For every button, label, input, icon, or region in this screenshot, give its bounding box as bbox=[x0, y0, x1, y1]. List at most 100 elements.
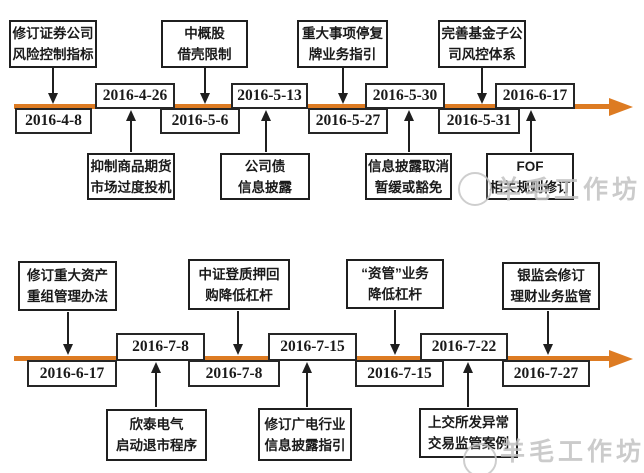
event-text: FOF bbox=[516, 158, 544, 174]
event-box-bottom1: 欣泰电气 启动退市程序 bbox=[106, 409, 207, 461]
down-arrow bbox=[237, 311, 239, 345]
down-arrow-head-icon bbox=[390, 344, 400, 355]
date-box: 2016-5-27 bbox=[308, 108, 388, 134]
date-label: 2016-6-17 bbox=[502, 87, 568, 104]
down-arrow bbox=[547, 311, 549, 345]
event-box-top1: 修订证券公司 风险控制指标 bbox=[9, 20, 97, 68]
event-box-bottom2: 公司债 信息披露 bbox=[220, 153, 310, 200]
event-text: 中概股 bbox=[184, 26, 225, 41]
event-text: 银监会修订 bbox=[517, 268, 585, 283]
date-box: 2016-4-26 bbox=[95, 83, 175, 109]
date-box: 2016-7-22 bbox=[420, 333, 508, 361]
event-text: 相关规则修订 bbox=[489, 179, 571, 195]
date-label: 2016-4-8 bbox=[25, 112, 82, 129]
down-arrow bbox=[204, 68, 206, 95]
date-label: 2016-7-8 bbox=[132, 338, 189, 355]
timeline-top-arrowhead-icon bbox=[609, 98, 633, 116]
up-arrow bbox=[130, 119, 132, 152]
down-arrow-head-icon bbox=[200, 93, 210, 104]
event-box-top1: 修订重大资产 重组管理办法 bbox=[18, 261, 117, 311]
watermark-text: 羊毛工作坊 bbox=[496, 176, 642, 204]
up-arrow-head-icon bbox=[151, 362, 161, 373]
event-text: 修订广电行业 bbox=[264, 416, 346, 432]
event-text: 风险控制指标 bbox=[12, 47, 94, 62]
down-arrow-head-icon bbox=[477, 93, 487, 104]
event-text: 购降低杠杆 bbox=[205, 287, 273, 303]
date-label: 2016-7-15 bbox=[280, 338, 345, 355]
event-box-bottom4: FOF 相关规则修订 bbox=[486, 153, 574, 200]
date-label: 2016-4-26 bbox=[102, 87, 168, 104]
down-arrow-head-icon bbox=[63, 344, 73, 355]
down-arrow-head-icon bbox=[543, 344, 553, 355]
event-text: 抑制商品期货 bbox=[90, 158, 172, 174]
up-arrow bbox=[467, 371, 469, 407]
event-text: “资管”业务 bbox=[361, 266, 429, 281]
date-box: 2016-5-30 bbox=[365, 83, 445, 109]
up-arrow-head-icon bbox=[404, 110, 414, 121]
event-text: 公司债 bbox=[244, 158, 286, 174]
up-arrow-head-icon bbox=[126, 110, 136, 121]
watermark-logo-icon bbox=[458, 172, 492, 206]
event-text: 降低杠杆 bbox=[368, 287, 422, 302]
watermark-logo-icon bbox=[463, 443, 497, 473]
down-arrow-head-icon bbox=[338, 93, 348, 104]
event-box-top4: 完善基金子公 司风控体系 bbox=[438, 20, 526, 68]
down-arrow-head-icon bbox=[48, 93, 58, 104]
event-text: 修订重大资产 bbox=[27, 268, 108, 283]
down-arrow bbox=[481, 68, 483, 95]
up-arrow bbox=[155, 371, 157, 407]
date-box: 2016-6-17 bbox=[27, 360, 117, 387]
event-text: 启动退市程序 bbox=[116, 438, 197, 453]
up-arrow bbox=[408, 119, 410, 152]
down-arrow bbox=[67, 312, 69, 345]
up-arrow-head-icon bbox=[261, 110, 271, 121]
date-label: 2016-7-15 bbox=[367, 364, 432, 382]
down-arrow bbox=[52, 68, 54, 95]
event-text: 牌业务指引 bbox=[308, 47, 377, 62]
event-text: 借壳限制 bbox=[177, 47, 232, 62]
date-box: 2016-7-15 bbox=[268, 333, 357, 361]
date-box: 2016-7-8 bbox=[116, 333, 205, 361]
event-box-bottom3: 信息披露取消 暂缓或豁免 bbox=[365, 153, 452, 200]
date-box: 2016-5-6 bbox=[160, 108, 240, 134]
down-arrow-head-icon bbox=[233, 344, 243, 355]
event-text: 暂缓或豁免 bbox=[374, 179, 443, 195]
event-box-bottom2: 修订广电行业 信息披露指引 bbox=[258, 408, 352, 461]
event-text: 信息披露取消 bbox=[368, 158, 449, 174]
date-label: 2016-6-17 bbox=[39, 364, 105, 382]
down-arrow bbox=[394, 310, 396, 345]
event-text: 完善基金子公 bbox=[441, 26, 523, 41]
event-box-top4: 银监会修订 理财业务监管 bbox=[502, 262, 600, 310]
date-box: 2016-4-8 bbox=[15, 108, 92, 134]
event-text: 上交所发异常 bbox=[428, 415, 509, 430]
event-text: 市场过度投机 bbox=[90, 179, 172, 195]
date-box: 2016-7-27 bbox=[502, 360, 590, 387]
timeline-top-line bbox=[14, 104, 610, 109]
date-label: 2016-5-13 bbox=[237, 87, 302, 104]
event-box-top3: “资管”业务 降低杠杆 bbox=[346, 259, 444, 309]
event-text: 重大事项停复 bbox=[302, 26, 383, 41]
event-box-bottom1: 抑制商品期货 市场过度投机 bbox=[87, 153, 175, 200]
date-box: 2016-6-17 bbox=[495, 83, 575, 109]
up-arrow-head-icon bbox=[302, 362, 312, 373]
up-arrow-head-icon bbox=[463, 362, 473, 373]
timeline-bottom-arrowhead-icon bbox=[609, 350, 633, 368]
down-arrow bbox=[342, 68, 344, 95]
date-box: 2016-7-15 bbox=[355, 360, 444, 387]
watermark-text: 羊毛工作坊 bbox=[500, 438, 644, 466]
date-label: 2016-7-22 bbox=[431, 338, 497, 355]
date-label: 2016-5-30 bbox=[372, 87, 438, 104]
date-label: 2016-5-6 bbox=[171, 112, 229, 129]
up-arrow bbox=[265, 119, 267, 152]
event-text: 欣泰电气 bbox=[129, 417, 184, 432]
date-box: 2016-5-31 bbox=[438, 108, 520, 134]
date-label: 2016-5-31 bbox=[446, 112, 512, 129]
date-box: 2016-7-8 bbox=[188, 360, 280, 387]
event-text: 信息披露指引 bbox=[264, 437, 346, 453]
event-text: 重组管理办法 bbox=[27, 289, 108, 304]
event-text: 信息披露 bbox=[238, 179, 292, 195]
date-label: 2016-7-27 bbox=[513, 364, 579, 382]
up-arrow bbox=[530, 119, 532, 152]
event-text: 理财业务监管 bbox=[510, 289, 592, 304]
